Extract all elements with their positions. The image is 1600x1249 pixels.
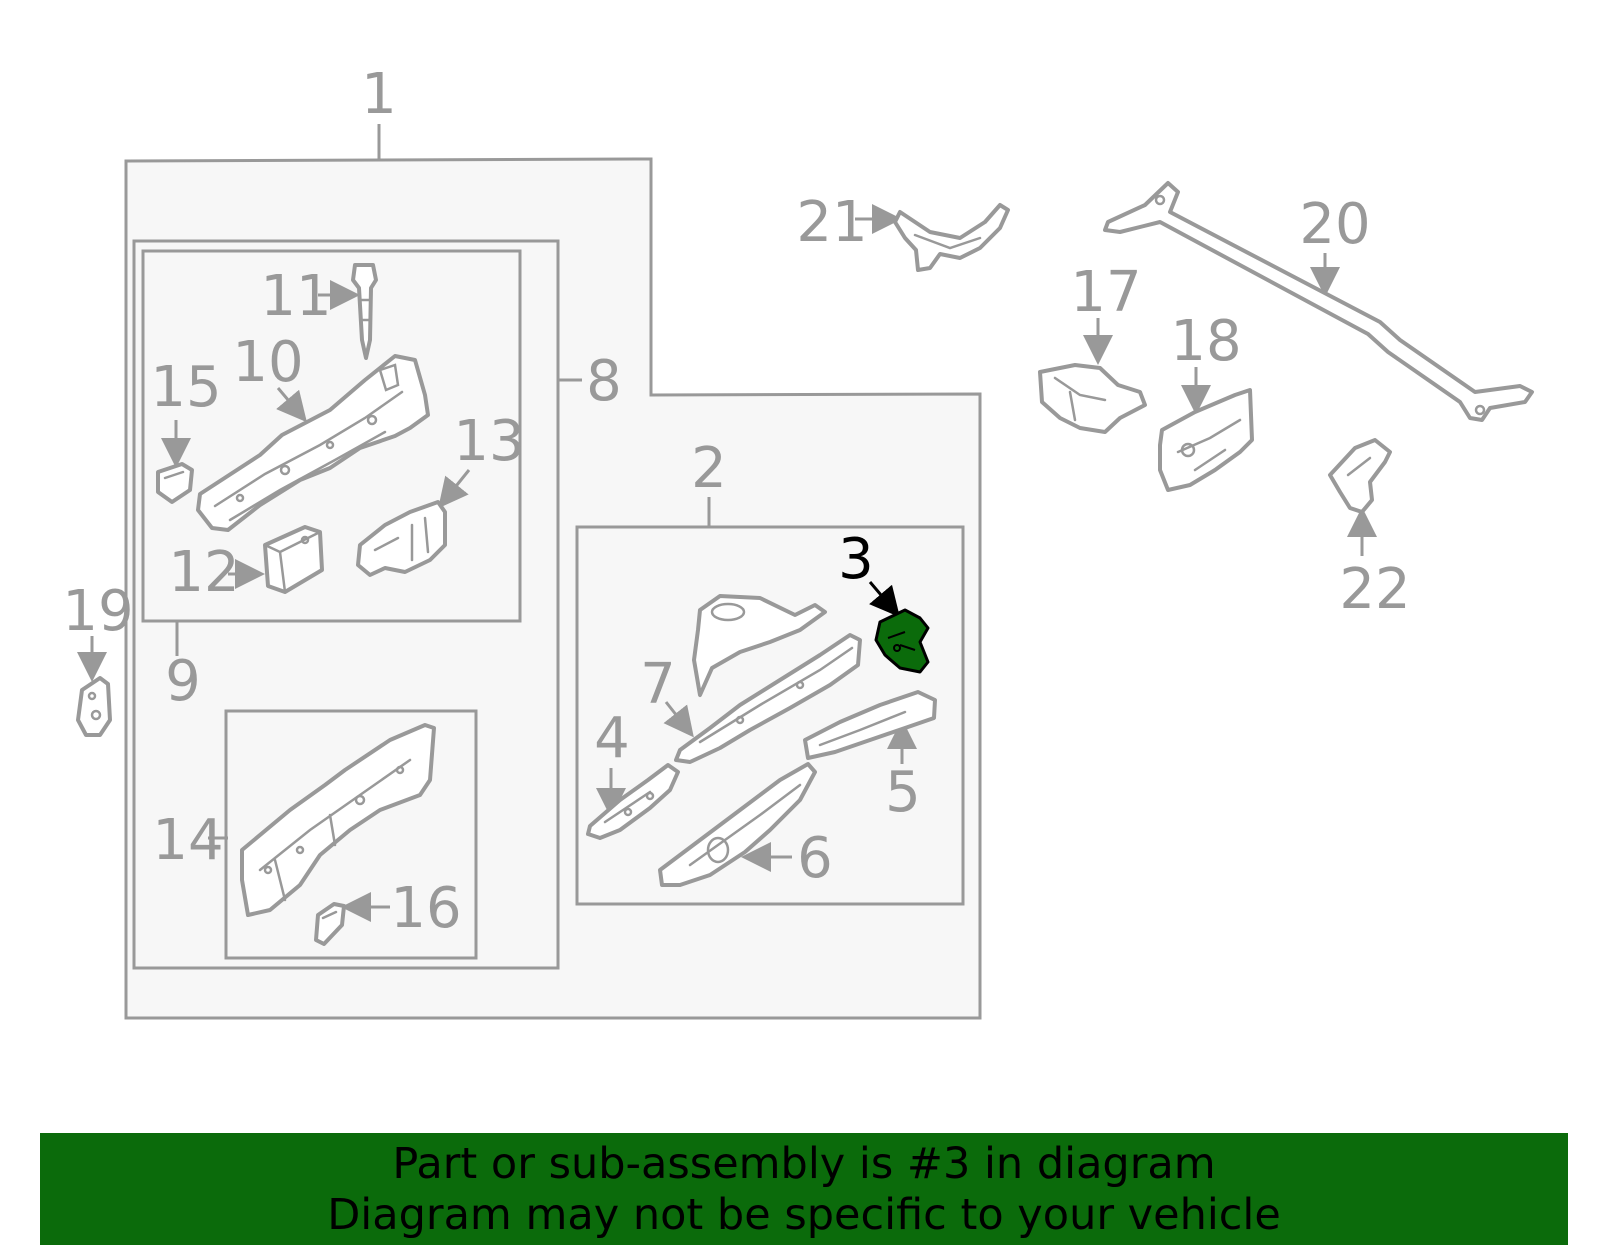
callout-6: 6 — [797, 826, 833, 891]
banner-line-2: Diagram may not be specific to your vehi… — [327, 1190, 1281, 1240]
callout-1: 1 — [361, 62, 397, 127]
part-17-bracket — [1038, 363, 1147, 434]
part-18-housing — [1158, 388, 1254, 492]
part-5-rail — [803, 690, 937, 760]
part-14-panel — [240, 723, 436, 917]
callout-8: 8 — [586, 349, 622, 414]
callout-9: 9 — [165, 649, 201, 714]
callout-2: 2 — [691, 436, 727, 501]
part-4-bracket — [586, 763, 680, 840]
leader-13 — [438, 469, 471, 509]
callout-13: 13 — [453, 409, 524, 474]
part-21-brace — [893, 203, 1010, 272]
part-20-strut-bar — [1103, 181, 1534, 422]
leader-10 — [276, 387, 307, 423]
info-banner: Part or sub-assembly is #3 in diagram Di… — [40, 1133, 1568, 1245]
part-15-bracket — [156, 462, 194, 504]
callout-12: 12 — [168, 540, 239, 605]
banner-line-1: Part or sub-assembly is #3 in diagram — [392, 1139, 1216, 1189]
part-13-bracket — [356, 500, 447, 577]
callout-20: 20 — [1299, 192, 1370, 257]
part-12-box — [263, 525, 324, 594]
callout-10: 10 — [232, 330, 303, 395]
part-11-bolt — [351, 263, 378, 360]
callout-14: 14 — [152, 808, 223, 873]
callout-19: 19 — [62, 579, 133, 644]
part-6-member — [658, 762, 817, 887]
part-16-bracket — [314, 902, 346, 946]
callout-22: 22 — [1339, 557, 1410, 622]
part-22-bracket — [1328, 438, 1392, 514]
callout-15: 15 — [150, 355, 221, 420]
callout-18: 18 — [1170, 309, 1241, 374]
callout-16: 16 — [390, 876, 461, 941]
callout-5: 5 — [885, 760, 921, 825]
callout-7: 7 — [640, 652, 676, 717]
part-19-plate — [76, 676, 112, 737]
callout-4: 4 — [594, 706, 630, 771]
callout-3[interactable]: 3 — [838, 527, 874, 592]
leader-3 — [868, 581, 900, 618]
callout-17: 17 — [1070, 260, 1141, 325]
part-10-frame — [196, 354, 430, 532]
leader-7 — [663, 701, 694, 738]
callout-21: 21 — [796, 190, 867, 255]
part-3-highlighted[interactable] — [874, 608, 930, 674]
part-7-member — [674, 594, 862, 764]
callout-11: 11 — [260, 264, 331, 329]
